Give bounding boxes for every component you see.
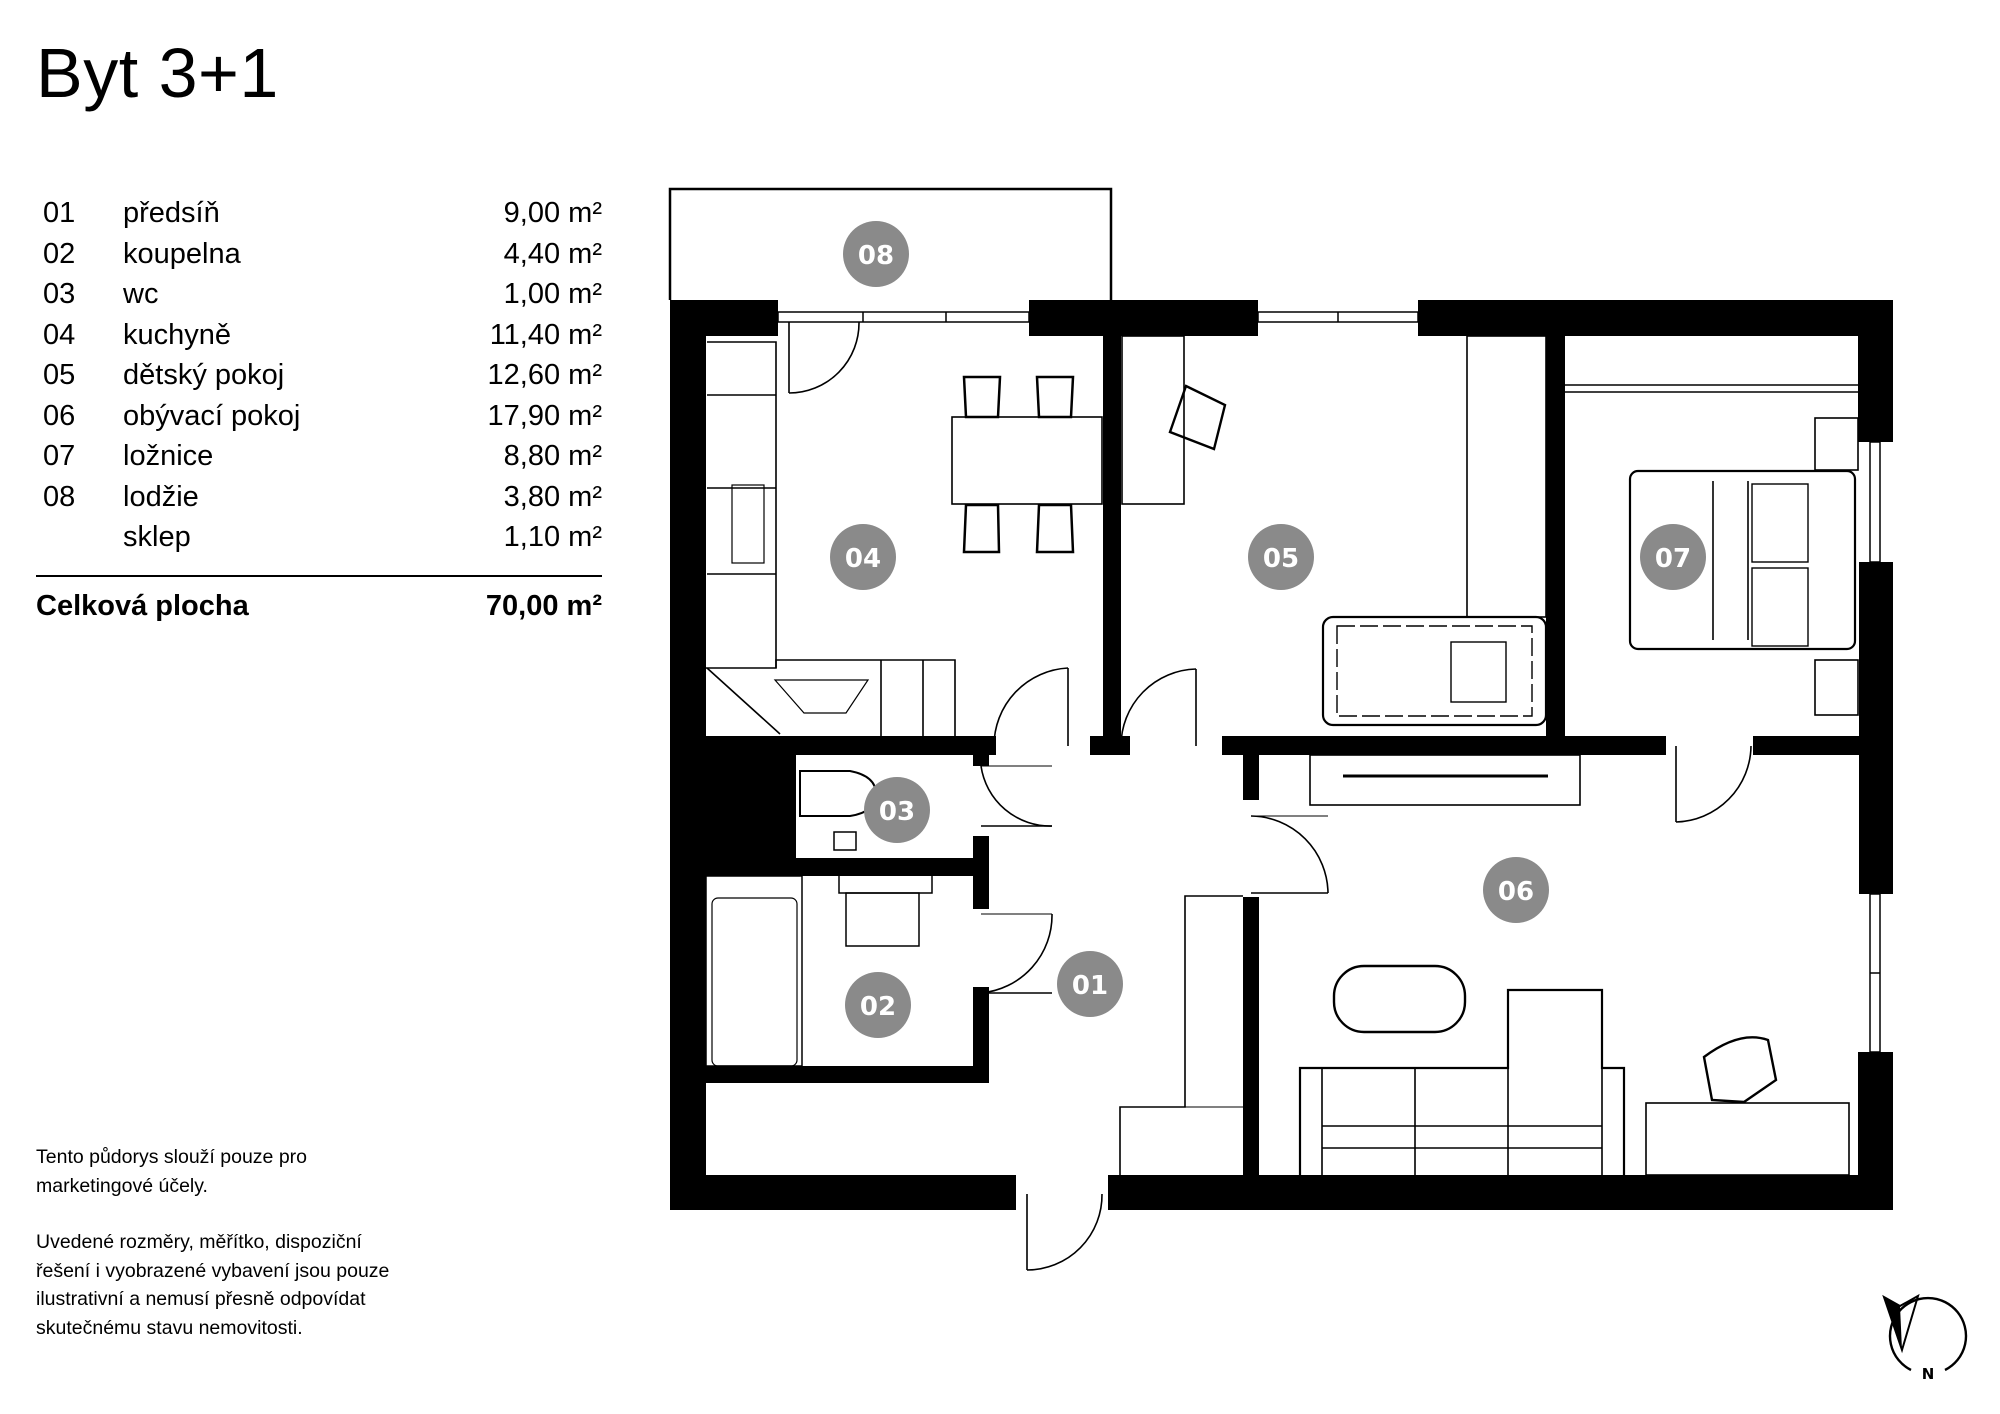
room-number: 02 [43, 237, 76, 270]
svg-text:06: 06 [1498, 877, 1534, 907]
page-title: Byt 3+1 [36, 34, 279, 112]
room-area: 1,00 m² [503, 278, 602, 310]
room-row-06: 06 obývací pokoj 17,90 m² [36, 396, 602, 437]
kitchen-furniture [700, 341, 1103, 736]
room-name: wc [123, 278, 159, 310]
sink-icon [838, 874, 933, 894]
room-area: 1,10 m² [503, 521, 602, 553]
room-name: dětský pokoj [123, 359, 285, 391]
svg-text:04: 04 [845, 544, 881, 574]
coffee-table-icon [1332, 964, 1467, 1034]
room-number: 01 [43, 197, 76, 229]
room-marker-08: 08 [843, 221, 909, 287]
room-number: 05 [43, 359, 76, 391]
room-row-01: 01 předsíň 9,00 m² [36, 193, 602, 234]
armchair-icon [1168, 384, 1227, 451]
room-row-08: 08 lodžie 3,80 m² [36, 477, 602, 518]
svg-text:02: 02 [860, 992, 896, 1022]
room-number: 06 [43, 399, 76, 432]
room-marker-01: 01 [1057, 951, 1123, 1017]
room-area: 11,40 m² [489, 318, 602, 351]
room-row-07: 07 ložnice 8,80 m² [36, 436, 602, 477]
room-name: lodžie [123, 480, 199, 513]
room-name: předsíň [123, 197, 220, 229]
room07-furniture [1565, 384, 1859, 716]
tv-unit-icon [1309, 754, 1581, 806]
room-markers: 08 04 05 07 03 06 01 02 [830, 221, 1706, 1038]
sofa-icon [1298, 988, 1626, 1175]
disclaimer-paragraph-1: Tento půdorys slouží pouze pro marketing… [36, 1146, 308, 1197]
room-number: 08 [43, 480, 76, 513]
double-bed-icon [1628, 469, 1857, 651]
disclaimer: Tento půdorys slouží pouze pro marketing… [36, 1143, 396, 1371]
room-area: 3,80 m² [503, 480, 602, 513]
room-name: ložnice [123, 440, 214, 472]
svg-text:08: 08 [858, 241, 894, 271]
room-marker-02: 02 [845, 972, 911, 1038]
loggia-outline [668, 187, 1113, 300]
walls [670, 300, 1893, 1210]
chair-icon [962, 375, 1075, 554]
room-name: obývací pokoj [123, 399, 301, 432]
room-row-05: 05 dětský pokoj 12,60 m² [36, 355, 602, 396]
svg-text:05: 05 [1263, 544, 1299, 574]
room-name: kuchyně [123, 318, 232, 351]
room-number: 04 [43, 318, 76, 351]
room-area: 9,00 m² [503, 197, 602, 229]
hallway-furniture [1119, 895, 1243, 1175]
table-divider [36, 575, 602, 577]
disclaimer-paragraph-2: Uvedené rozměry, měřítko, dispoziční řeš… [36, 1231, 390, 1339]
room-area: 8,80 m² [503, 440, 602, 472]
windows[interactable] [777, 311, 1881, 1053]
room-name: sklep [123, 521, 191, 553]
svg-text:07: 07 [1655, 544, 1691, 574]
room-area: 17,90 m² [487, 399, 602, 432]
svg-text:N: N [1922, 1365, 1935, 1383]
room-area-table: 01 předsíň 9,00 m² 02 koupelna 4,40 m² 0… [36, 193, 602, 558]
north-compass-icon: N [1882, 1293, 1968, 1383]
desk-chair-icon [1702, 1036, 1778, 1104]
desk-icon [1645, 1102, 1850, 1176]
svg-text:01: 01 [1072, 971, 1108, 1001]
room-marker-03: 03 [864, 777, 930, 843]
svg-text:03: 03 [879, 797, 915, 827]
room05-furniture [1121, 335, 1548, 727]
doors[interactable] [788, 321, 1752, 1271]
room-marker-04: 04 [830, 524, 896, 590]
total-area-row: Celková plocha 70,00 m² [36, 584, 602, 628]
room-row-03: 03 wc 1,00 m² [36, 274, 602, 315]
room-marker-06: 06 [1483, 857, 1549, 923]
bathtub-icon [705, 875, 803, 1067]
room-marker-07: 07 [1640, 524, 1706, 590]
room-area: 4,40 m² [503, 237, 602, 270]
room-number: 07 [43, 440, 76, 472]
room-name: koupelna [123, 237, 241, 270]
room-marker-05: 05 [1248, 524, 1314, 590]
total-area: 70,00 m² [485, 590, 602, 622]
total-label: Celková plocha [36, 590, 249, 622]
single-bed-icon [1321, 615, 1548, 727]
room-row-04: 04 kuchyně 11,40 m² [36, 315, 602, 356]
room-row-02: 02 koupelna 4,40 m² [36, 234, 602, 275]
room-area: 12,60 m² [487, 359, 602, 391]
room-row-sklep: sklep 1,10 m² [36, 517, 602, 558]
living-furniture [1298, 754, 1850, 1176]
room-number: 03 [43, 278, 76, 310]
